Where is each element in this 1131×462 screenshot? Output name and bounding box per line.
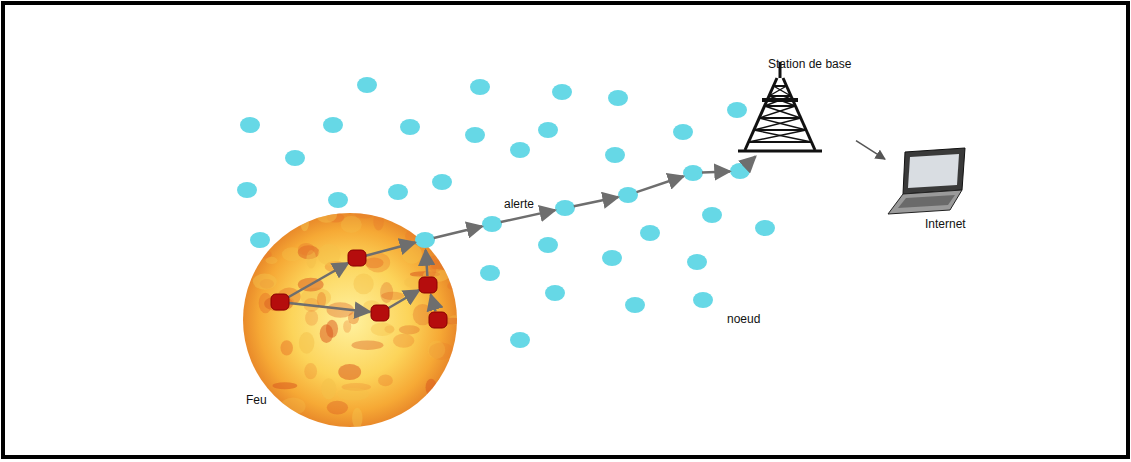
alert-arrow bbox=[426, 250, 428, 276]
sensor-dot bbox=[545, 285, 565, 301]
sensor-dot bbox=[755, 220, 775, 236]
sensor-dot bbox=[727, 102, 747, 118]
alert-arrow bbox=[431, 295, 436, 312]
sensor-dot bbox=[465, 127, 485, 143]
sensor-dot bbox=[538, 237, 558, 253]
frame bbox=[3, 3, 1128, 457]
sensor-nodes bbox=[237, 77, 775, 348]
burning-node bbox=[271, 294, 289, 310]
sensor-dot bbox=[482, 216, 502, 232]
sensor-dot bbox=[538, 122, 558, 138]
sensor-dot bbox=[285, 150, 305, 166]
alert-arrow bbox=[702, 171, 730, 172]
sensor-dot bbox=[640, 225, 660, 241]
sensor-dot bbox=[510, 332, 530, 348]
sensor-dot bbox=[400, 119, 420, 135]
sensor-dot bbox=[552, 84, 572, 100]
sensor-dot bbox=[357, 77, 377, 93]
sensor-dot bbox=[432, 174, 452, 190]
sensor-dot bbox=[730, 163, 750, 179]
sensor-dot bbox=[250, 232, 270, 248]
alert-route bbox=[288, 156, 756, 312]
laptop-icon bbox=[888, 148, 965, 214]
sensor-dot bbox=[625, 297, 645, 313]
node-label: Station de base bbox=[768, 57, 851, 71]
alert-arrow bbox=[574, 197, 618, 206]
alert-arrow bbox=[637, 176, 684, 192]
sensor-dot bbox=[605, 147, 625, 163]
sensor-dot bbox=[602, 250, 622, 266]
sensor-dot bbox=[618, 187, 638, 203]
sensor-dot bbox=[510, 142, 530, 158]
sensor-dot bbox=[693, 292, 713, 308]
alert-arrow bbox=[501, 210, 555, 222]
sensor-dot bbox=[415, 232, 435, 248]
base-station: Station de base bbox=[742, 52, 856, 156]
sensor-dot bbox=[608, 90, 628, 106]
fire-sensor-nodes bbox=[271, 250, 447, 328]
sensor-dot bbox=[323, 117, 343, 133]
sensor-dot bbox=[388, 184, 408, 200]
sensor-dot bbox=[687, 254, 707, 270]
sensor-dot bbox=[328, 192, 348, 208]
alert-arrow bbox=[366, 243, 416, 256]
diagram-label: Feu bbox=[244, 393, 269, 407]
burning-node bbox=[429, 312, 447, 328]
sensor-dot bbox=[673, 124, 693, 140]
fire-zone bbox=[243, 207, 465, 428]
diagram-label: noeud bbox=[725, 312, 762, 326]
base-station-tower bbox=[738, 62, 822, 151]
alert-arrow bbox=[388, 290, 420, 308]
sensor-dot bbox=[555, 200, 575, 216]
alert-arrow bbox=[288, 263, 349, 298]
sensor-dot bbox=[683, 165, 703, 181]
sensor-dot bbox=[237, 182, 257, 198]
uplink-arrow bbox=[856, 141, 885, 160]
alert-arrow bbox=[289, 303, 370, 312]
burning-node bbox=[348, 250, 366, 266]
node-label: Internet bbox=[925, 217, 966, 231]
sensor-dot bbox=[702, 207, 722, 223]
burning-node bbox=[371, 305, 389, 321]
sensor-dot bbox=[240, 117, 260, 133]
sensor-dot bbox=[470, 79, 490, 95]
alert-arrow bbox=[747, 156, 756, 164]
sensor-dot bbox=[480, 265, 500, 281]
diagram-label: alerte bbox=[502, 197, 536, 211]
burning-node bbox=[419, 277, 437, 293]
internet-laptop: Internet bbox=[885, 146, 975, 230]
alert-arrow bbox=[434, 226, 483, 238]
